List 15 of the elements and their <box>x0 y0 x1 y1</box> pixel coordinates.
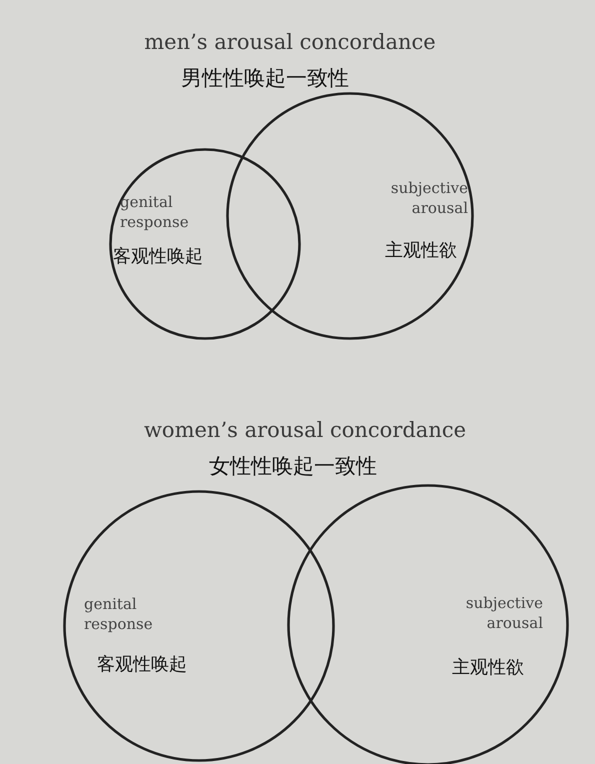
circle-label: genital response <box>120 192 190 232</box>
circle-label: 客观性唤起 <box>97 653 187 676</box>
circle-label: subjective arousal <box>390 178 468 218</box>
venn-circle <box>109 148 301 340</box>
circle-label: 客观性唤起 <box>113 245 203 268</box>
heading-text: women’s arousal concordance <box>144 418 466 442</box>
heading-text: 女性性唤起一致性 <box>209 453 377 480</box>
circle-label: 主观性欲 <box>452 656 524 679</box>
circle-label: subjective arousal <box>464 593 543 633</box>
circle-label: genital response <box>84 594 154 634</box>
heading-text: 男性性唤起一致性 <box>181 65 349 92</box>
venn-circle <box>226 92 474 340</box>
circle-label: 主观性欲 <box>385 239 457 262</box>
venn-circle <box>63 490 335 762</box>
heading-text: men’s arousal concordance <box>144 30 436 54</box>
